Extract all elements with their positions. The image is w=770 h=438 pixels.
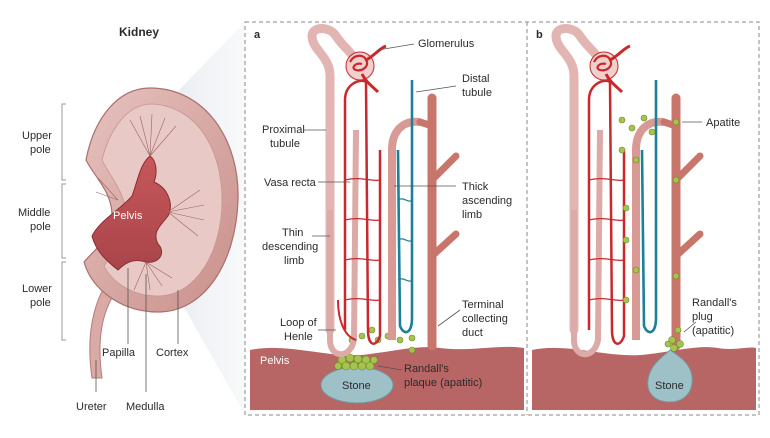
panel-a-thick-ascending-limb [388,117,421,340]
panel-b-glomerulus [589,44,631,94]
distal-tubule-label-2: tubule [462,87,492,99]
panel-a-vein-links [397,198,413,282]
lower-pole-bracket [61,261,66,341]
panel-a-letter: a [254,29,261,41]
collecting-duct-label-1: Terminal [462,299,504,311]
panel-a-vein [396,80,414,334]
panel-a-proximal-tubule [307,24,361,335]
panel-a-glomerulus [345,44,387,94]
apatite-label: Apatite [706,117,740,129]
panel-b-proximal-tubule [551,24,605,335]
middle-pole-label-1: Middle [18,207,50,219]
thick-ascending-label-3: limb [462,209,482,221]
distal-tubule-leader [415,85,457,93]
panel-a-duct-branches [416,118,460,260]
panel-b-artery-loop [587,79,626,345]
ureter-label: Ureter [76,401,107,413]
upper-pole-label-2: pole [30,144,51,156]
loop-of-henle-label-1: Loop of [280,317,318,329]
panel-b-duct-branches [660,118,704,260]
panel-a-vasa-recta [344,177,381,302]
panel-a-pelvis-label: Pelvis [260,355,290,367]
glomerulus-leader [377,43,415,51]
collecting-duct-label-3: duct [462,327,483,339]
medulla-label: Medulla [126,401,165,413]
panel-b-vasa-recta [588,177,625,302]
thick-ascending-label-1: Thick [462,181,489,193]
randalls-plaque-label-2: plaque (apatitic) [404,377,482,389]
panel-a-stone-label: Stone [342,380,371,392]
vasa-recta-label: Vasa recta [264,177,317,189]
randalls-plaque-leader [377,365,403,371]
papilla-label: Papilla [102,347,136,359]
glomerulus-label: Glomerulus [418,38,475,50]
collecting-duct-label-2: collecting [462,313,508,325]
lower-pole-label-2: pole [30,297,51,309]
panel-b-pelvis-tissue [532,347,756,410]
distal-tubule-label-1: Distal [462,73,490,85]
proximal-tubule-label-1: Proximal [262,124,305,136]
randalls-plug-leader [683,321,697,333]
middle-pole-bracket [61,183,66,259]
panel-b-thick-ascending-limb [632,117,665,340]
panel-a-plaque-dots [334,326,416,371]
thin-descending-label-1: Thin [282,227,303,239]
collecting-duct-leader [437,309,461,327]
panel-a-artery-loop [343,79,382,345]
upper-pole-bracket [61,103,66,181]
panel-b-stone-label: Stone [655,380,684,392]
randalls-plug-label-1: Randall's [692,297,737,309]
panel-a-loop-bottom [337,299,357,341]
thick-ascending-label-2: ascending [462,195,512,207]
randalls-plug-label-3: (apatitic) [692,325,734,337]
proximal-tubule-label-2: tubule [270,138,300,150]
upper-pole-label-1: Upper [22,130,52,142]
panel-b-thin-descending-limb [571,129,603,358]
thin-descending-label-2: descending [262,241,318,253]
randalls-plug-label-2: plug [692,311,713,323]
loop-of-henle-label-2: Henle [284,331,313,343]
papilla-rays [95,113,205,291]
panel-b-stone [647,349,693,403]
kidney-title: Kidney [119,25,159,39]
panel-frame [244,21,760,416]
lower-pole-label-1: Lower [22,283,52,295]
randalls-plaque-label-1: Randall's [404,363,449,375]
renal-pelvis [91,155,171,271]
panel-b-vein [640,80,658,334]
thin-descending-label-3: limb [284,255,304,267]
panel-b-apatite-dots [618,114,684,352]
panel-b-letter: b [536,29,543,41]
kidney-pelvis-label: Pelvis [113,210,143,222]
middle-pole-label-2: pole [30,221,51,233]
cortex-label: Cortex [156,347,189,359]
